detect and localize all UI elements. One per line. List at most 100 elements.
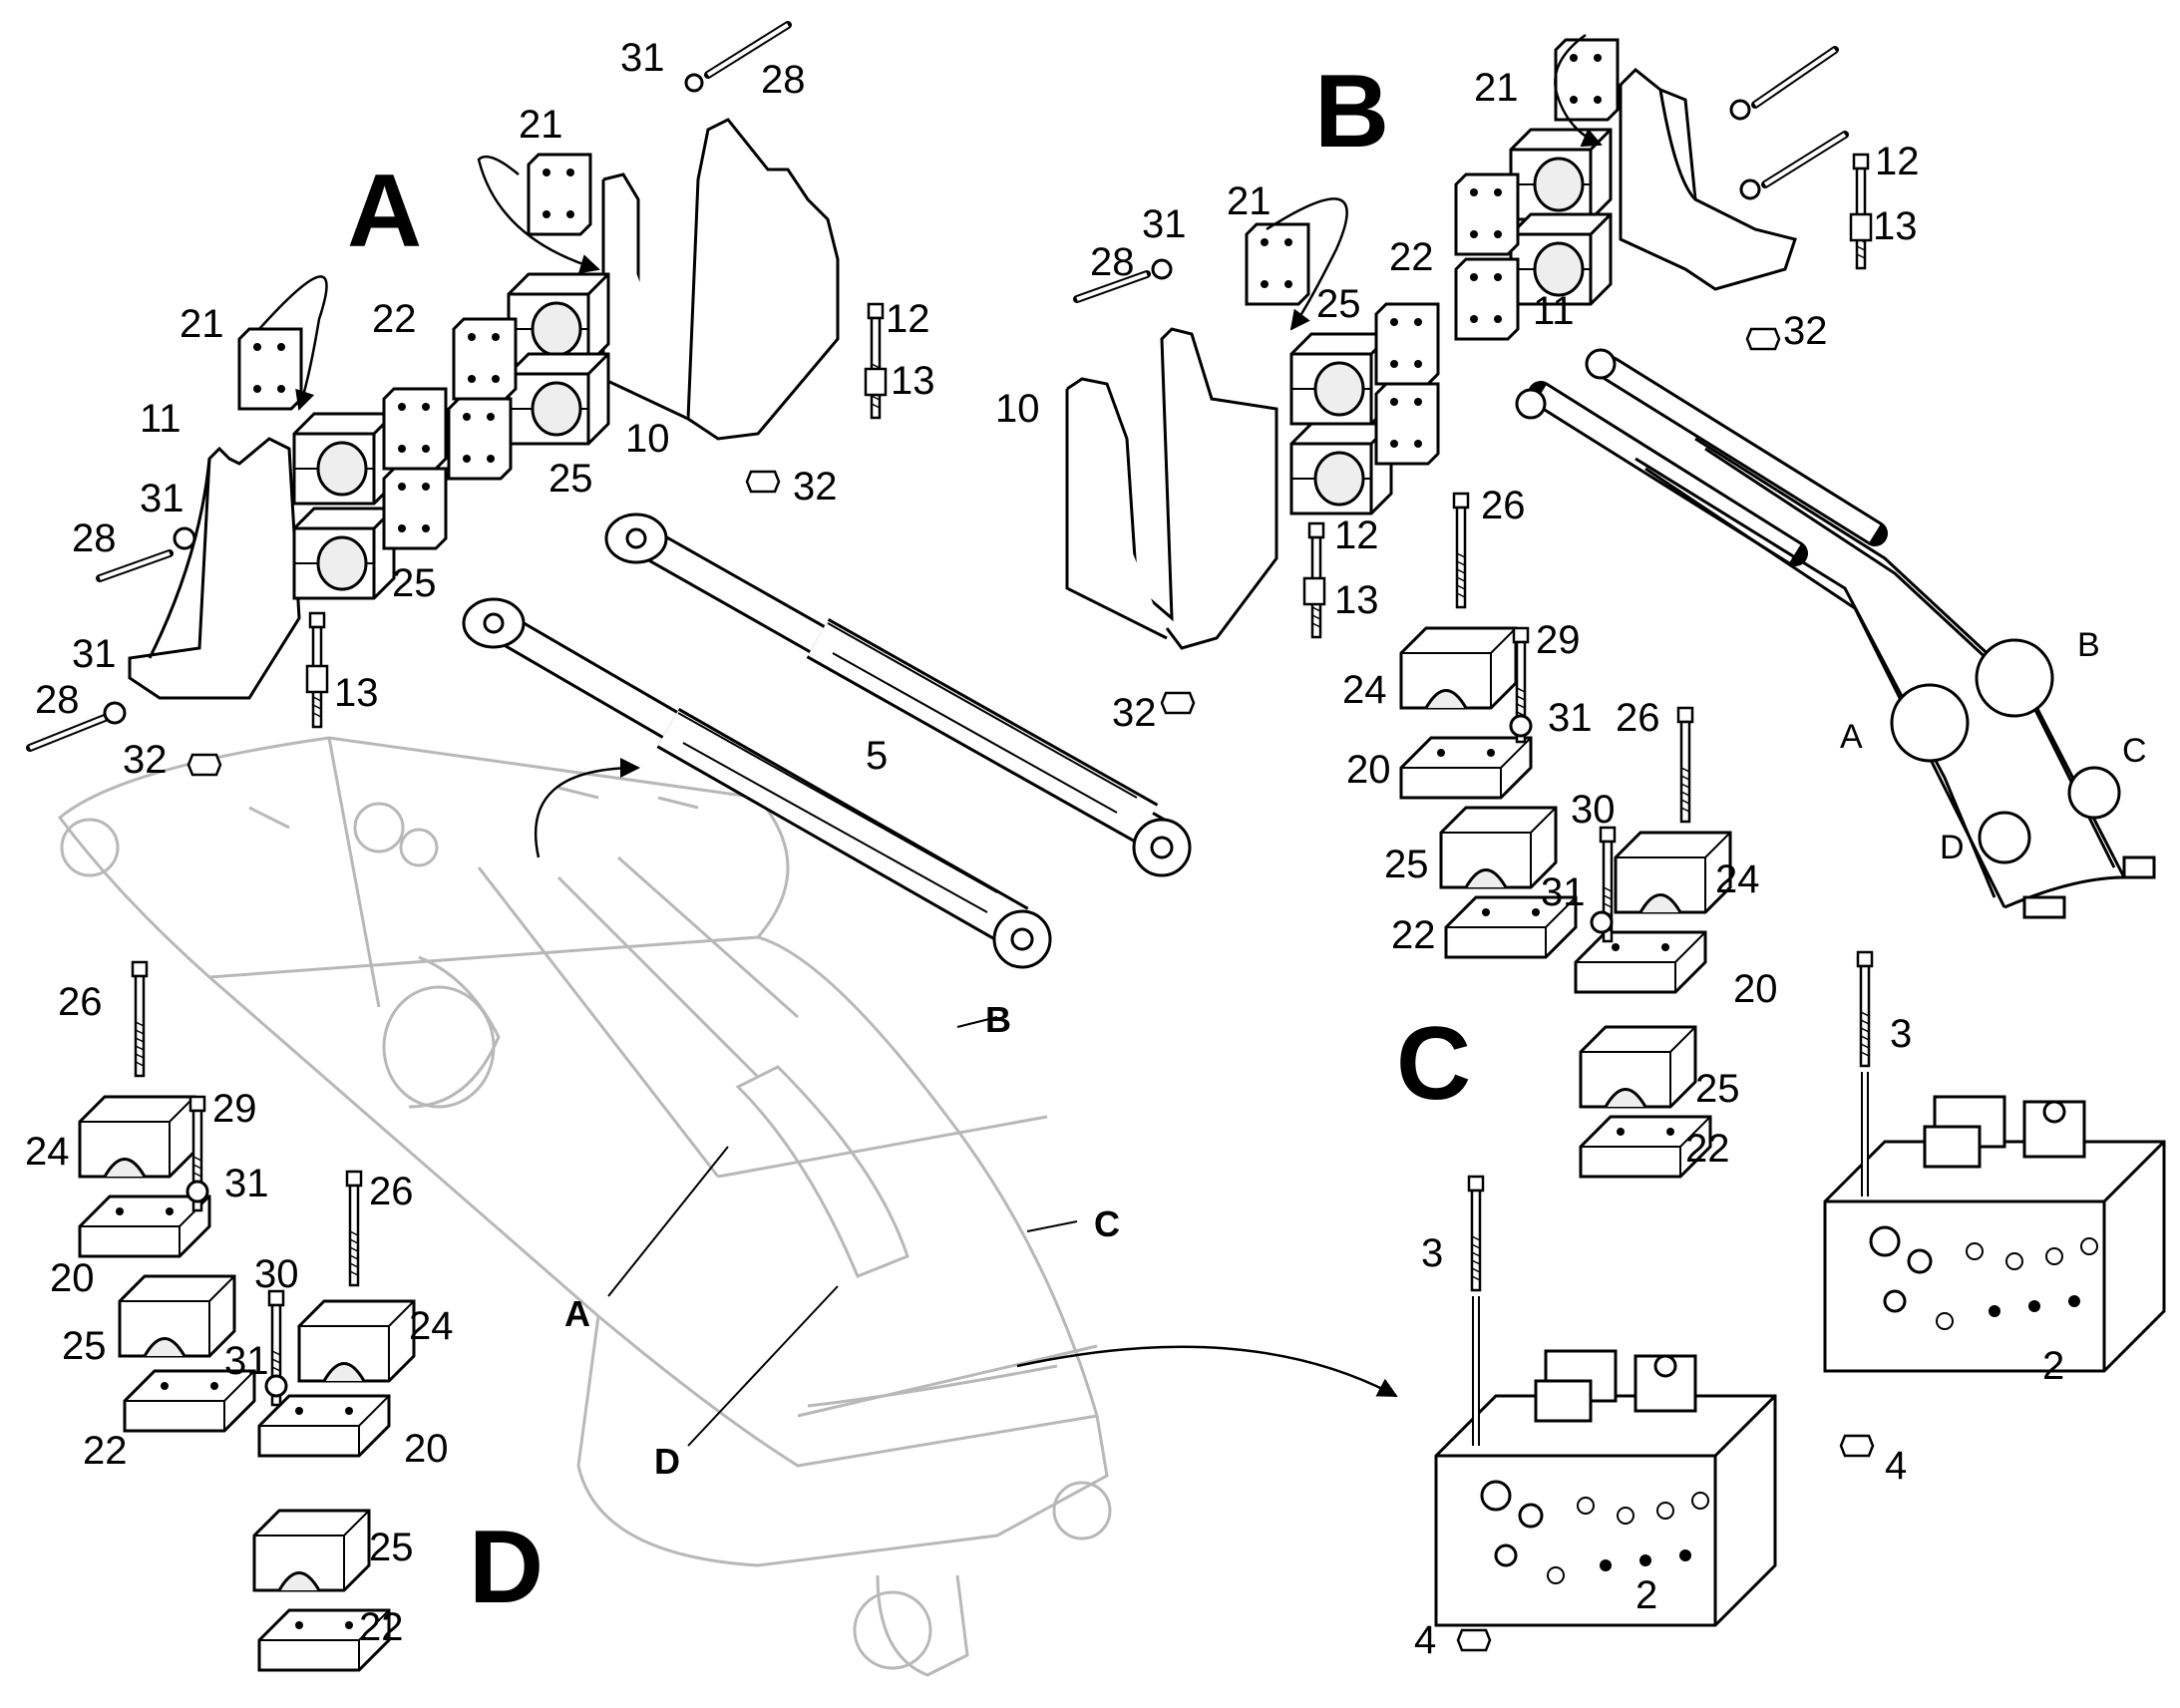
part-label: 12 (886, 297, 930, 341)
part-label: 22 (1391, 913, 1436, 957)
part-label: 26 (1481, 484, 1526, 527)
part-label: 32 (1112, 691, 1157, 735)
part-label: 26 (58, 980, 103, 1024)
section-letter-a: A (347, 154, 423, 269)
part-label: 32 (793, 465, 838, 509)
clamp-stack-c-right (1574, 706, 1732, 1179)
hose-circle-label-d: D (1940, 829, 1965, 866)
part-label: 31 (620, 36, 665, 80)
part-label: 20 (1346, 748, 1391, 792)
part-label: 25 (62, 1324, 107, 1368)
part-label: 3 (1890, 1012, 1913, 1056)
part-label: 25 (392, 561, 437, 605)
part-label: 31 (1541, 870, 1586, 914)
part-label: 32 (123, 738, 168, 782)
part-label: 3 (1421, 1231, 1444, 1275)
plate-arrow-b1 (1554, 33, 1603, 148)
part-label: 4 (1414, 1618, 1437, 1662)
part-label: 28 (1090, 240, 1135, 284)
part-label: 11 (1533, 289, 1575, 333)
part-label: 24 (1342, 668, 1387, 712)
valve-block-left (1434, 1175, 1777, 1652)
part-label: 12 (1334, 513, 1379, 557)
part-label: 25 (369, 1526, 414, 1569)
part-label: 26 (1616, 696, 1660, 740)
part-label: 31 (72, 632, 117, 676)
part-label: 21 (1227, 179, 1272, 223)
plate-arrow-a2 (258, 275, 328, 411)
section-letter-d: D (469, 1510, 545, 1625)
hose-circle-label-c: C (2122, 732, 2147, 770)
part-label: 31 (140, 477, 184, 520)
part-label: 10 (625, 417, 670, 461)
part-label: 28 (761, 58, 806, 102)
part-label: 20 (404, 1427, 449, 1471)
hose-circle-label-b: B (2077, 626, 2100, 664)
part-label: 25 (1695, 1067, 1740, 1111)
clamp-stack-d-right (252, 1170, 416, 1672)
part-label: 30 (254, 1252, 299, 1296)
part-label: 20 (50, 1256, 95, 1300)
clamp-stack-d-left (78, 960, 256, 1433)
part-label: 13 (1334, 578, 1379, 622)
part-label: 24 (1715, 857, 1760, 901)
bracket-10-a (601, 118, 840, 441)
hose-detail-circle-d (1978, 811, 2031, 864)
plate-arrow-b2 (1266, 197, 1348, 331)
hose-detail-circle-b (1975, 638, 2054, 718)
part-label: 22 (372, 297, 417, 341)
boom-callout-d: D (654, 1441, 680, 1482)
hydraulic-cylinder-upper (604, 512, 1192, 877)
part-label: 28 (35, 678, 80, 722)
boom-ghost-outline (57, 736, 1112, 1677)
clamp-parts-a (237, 153, 610, 600)
part-label: 5 (866, 734, 889, 778)
hose-bundle (1515, 348, 2156, 919)
part-label: 2 (1635, 1573, 1658, 1617)
part-label: 26 (369, 1170, 414, 1213)
part-label: 30 (1571, 788, 1616, 832)
part-label: 22 (1685, 1127, 1730, 1171)
bracket-10-b (1065, 327, 1278, 650)
plate-arrow-a1 (477, 155, 600, 274)
part-label: 2 (2042, 1344, 2065, 1388)
part-label: 20 (1733, 967, 1778, 1011)
part-label: 31 (224, 1339, 269, 1383)
hose-detail-circle-c (2067, 766, 2121, 820)
part-label: 12 (1875, 140, 1920, 183)
part-label: 31 (224, 1162, 269, 1205)
part-label: 21 (180, 302, 224, 346)
boom-callout-leaders (607, 1016, 1078, 1447)
clamp-stack-c-left (1399, 492, 1578, 959)
part-label: 29 (1536, 618, 1581, 662)
bracket-11-a (128, 437, 301, 700)
part-label: 29 (212, 1087, 257, 1131)
hose-circle-label-a: A (1840, 718, 1863, 756)
part-label: 32 (1783, 309, 1828, 353)
fasteners-b (1073, 46, 1873, 715)
part-label: 28 (72, 516, 117, 560)
part-label: 21 (519, 103, 563, 147)
part-label: 13 (334, 671, 379, 715)
hydraulic-cylinder-lower (462, 597, 1052, 969)
part-label: 24 (25, 1130, 70, 1174)
part-label: 4 (1885, 1444, 1908, 1488)
part-label: 22 (1389, 235, 1434, 279)
part-label: 24 (409, 1304, 454, 1348)
hose-detail-circle-a (1890, 683, 1970, 763)
part-label: 25 (1316, 282, 1361, 326)
fasteners-a (26, 21, 888, 777)
part-label: 25 (1384, 843, 1429, 886)
boom-to-valve-arrow (1016, 1345, 1398, 1398)
boom-to-cylinder-arrow (534, 758, 640, 858)
boom-callout-b: B (985, 999, 1011, 1040)
section-letter-c: C (1396, 1006, 1472, 1122)
part-label: 13 (1873, 204, 1918, 248)
boom-callout-c: C (1094, 1203, 1120, 1244)
part-label: 25 (548, 457, 593, 501)
part-label: 22 (83, 1429, 128, 1473)
part-label: 11 (140, 397, 182, 441)
valve-block-right (1823, 950, 2166, 1458)
